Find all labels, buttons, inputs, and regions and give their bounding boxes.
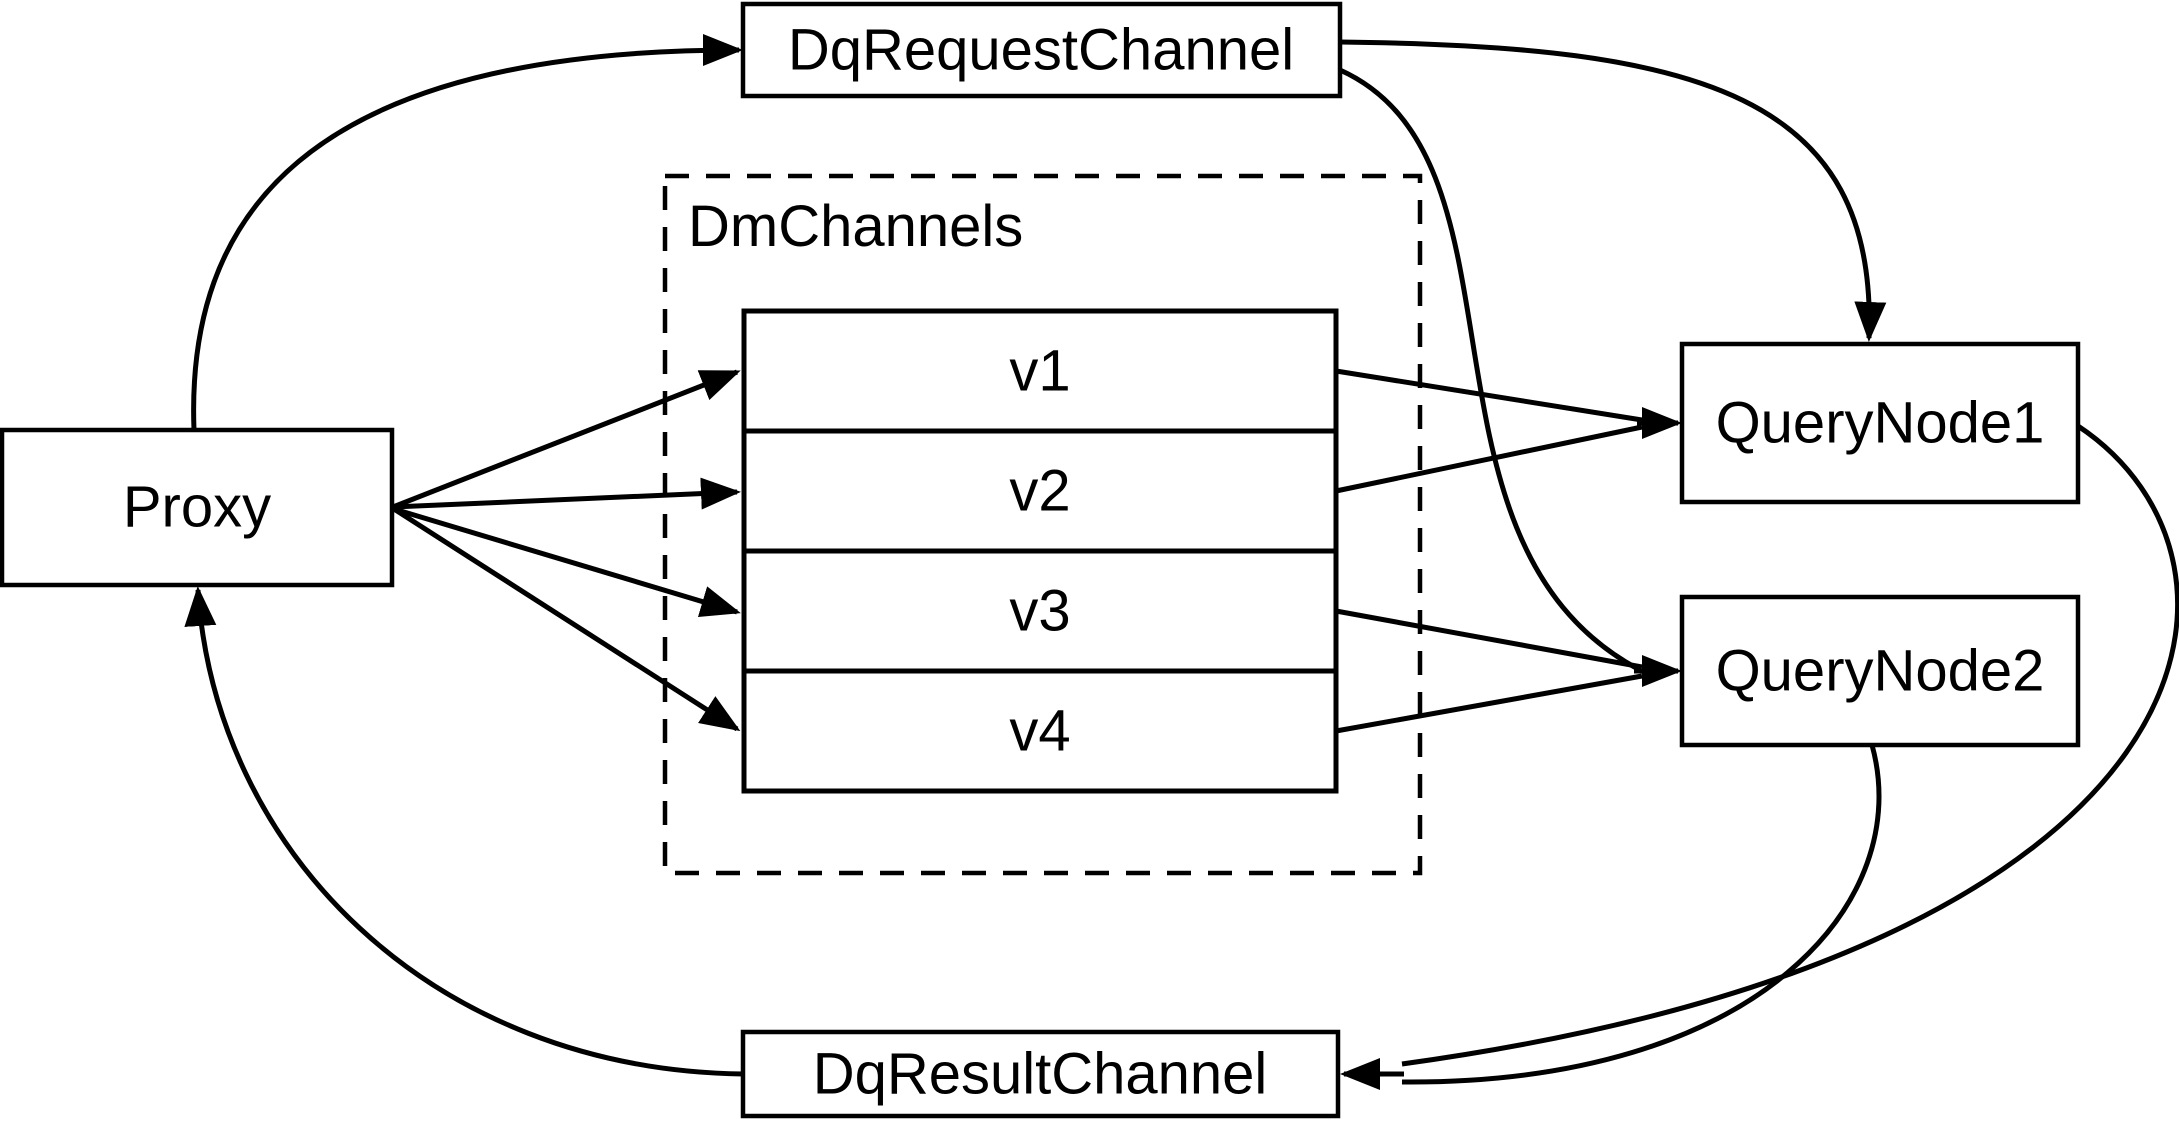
querynode1-box [1679,341,2081,505]
dqrequestchannel-label: DqRequestChannel [788,18,1294,83]
channel-stack: v1 v2 v3 v4 [741,308,1339,794]
edge-proxy-to-v1 [392,369,741,510]
dqresultchannel-node: DqResultChannel [740,1029,1341,1119]
dqrequestchannel-node: DqRequestChannel [740,1,1343,99]
edge-proxy-to-v2 [392,477,741,510]
dqrequestchannel-box [740,1,1343,99]
edge-querynode2-to-dqresultchannel [1401,744,1882,1085]
querynode1-label: QueryNode1 [1716,391,2045,456]
edge-v2-to-querynode1 [1335,424,1643,494]
edge-dqresultchannel-to-proxy [184,586,744,1077]
dmchannels-group-label: DmChannels [688,194,1023,259]
edge-proxy-to-dqrequestchannel [191,34,743,431]
edge-dqrequestchannel-to-querynode2 [1338,67,1640,672]
proxy-node: Proxy [0,427,395,588]
dqresultchannel-box [740,1029,1341,1119]
channel-v1-label: v1 [1009,339,1070,404]
edge-v4-to-querynode2 [1335,673,1643,734]
querynode2-box [1679,594,2081,748]
edge-dqrequestchannel-to-querynode1 [1339,39,1887,342]
querynode1-node: QueryNode1 [1679,341,2081,505]
edge-v1-to-querynode1 [1335,368,1643,423]
edge-layer [184,34,2179,1090]
channel-v3-label: v3 [1009,579,1070,644]
dmchannels-dashed-border [662,173,1423,876]
dmchannels-group: DmChannels v1 v2 v3 v4 [662,173,1423,876]
proxy-box [0,427,395,588]
channel-v2-label: v2 [1009,459,1070,524]
querynode2-node: QueryNode2 [1679,594,2081,748]
dqresultchannel-label: DqResultChannel [813,1042,1268,1107]
edge-v3-to-querynode2 [1335,608,1643,670]
edge-proxy-to-v3 [393,506,741,617]
channel-v4-label: v4 [1009,699,1070,764]
edge-proxy-to-v4 [392,506,741,732]
querynode2-label: QueryNode2 [1716,639,2045,704]
edge-querynode1-to-dqresultchannel [1401,423,2179,1067]
proxy-label: Proxy [123,475,271,540]
